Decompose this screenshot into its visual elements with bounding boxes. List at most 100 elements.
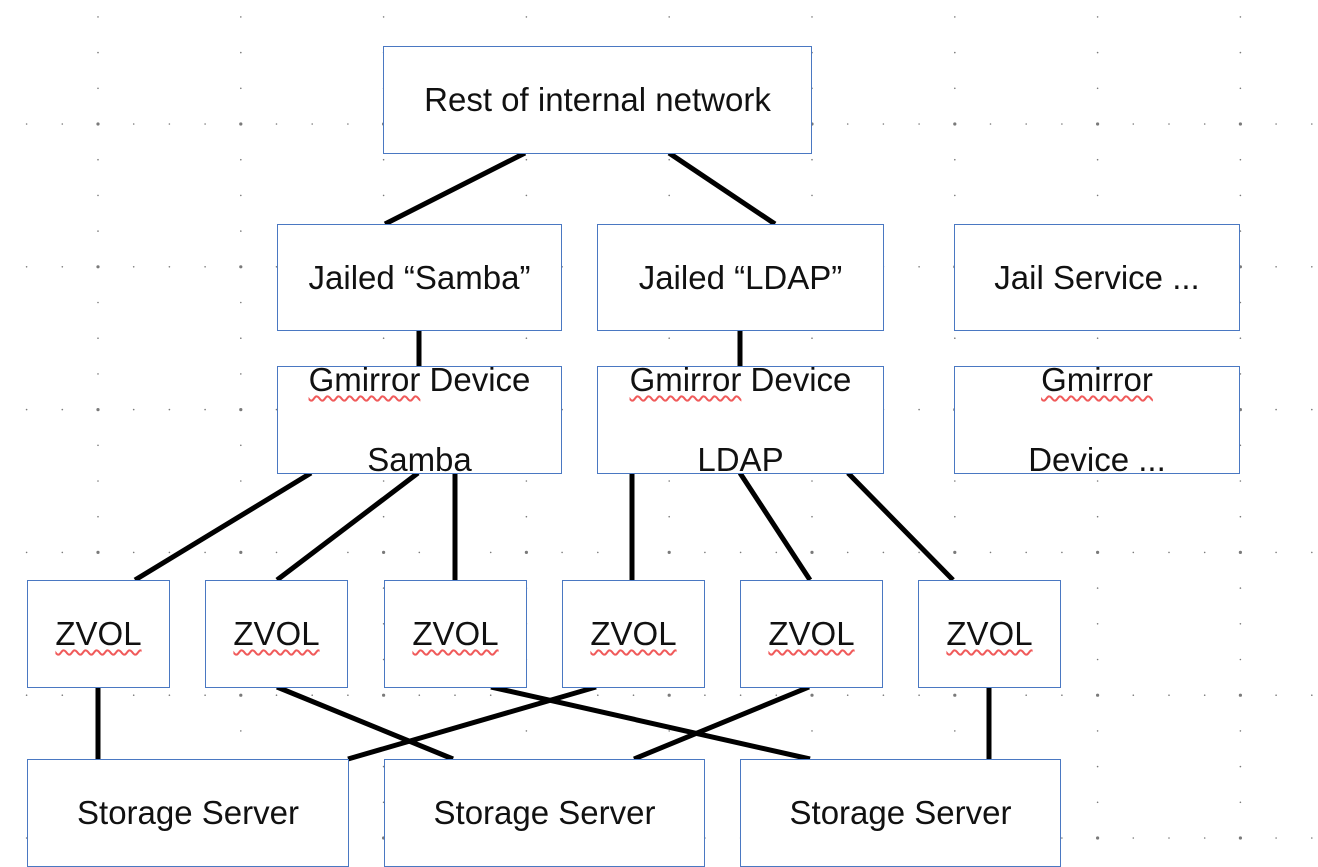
- grid-dot-minor: [525, 337, 528, 340]
- connector-zvol-3-to-storage-3[interactable]: [490, 684, 811, 762]
- grid-dot-minor: [25, 694, 28, 696]
- grid-dot-minor: [1203, 551, 1206, 554]
- grid-dot-minor: [1239, 515, 1242, 518]
- node-label: Storage Server: [77, 794, 299, 831]
- node-label: Gmirror Device LDAP: [630, 320, 852, 520]
- grid-dot-minor: [489, 694, 492, 696]
- grid-dot-minor: [1311, 694, 1313, 696]
- grid-dot-minor: [1203, 694, 1206, 696]
- node-label-line-1: Gmirror Device: [630, 360, 852, 400]
- connector-network-to-jail-samba[interactable]: [383, 150, 527, 227]
- node-label: ZVOL: [946, 615, 1033, 652]
- connector-network-to-jail-ldap[interactable]: [667, 150, 777, 227]
- grid-dot-minor: [97, 230, 99, 232]
- connector-zvol-2-to-storage-2[interactable]: [276, 684, 454, 762]
- node-label: ZVOL: [412, 615, 499, 652]
- grid-dot-minor: [846, 123, 849, 125]
- grid-dot-minor: [275, 694, 278, 696]
- spellcheck-word: Gmirror: [629, 361, 742, 398]
- grid-dot-major: [1096, 550, 1100, 555]
- grid-dot-major: [524, 550, 529, 555]
- grid-dot-minor: [61, 551, 64, 554]
- grid-dot-minor: [1275, 837, 1277, 839]
- grid-dot-minor: [168, 694, 171, 696]
- grid-dot-minor: [1275, 694, 1277, 696]
- grid-dot-major: [96, 122, 100, 126]
- node-zvol-2[interactable]: ZVOL: [205, 580, 348, 688]
- grid-dot-minor: [240, 730, 242, 732]
- node-storage-server-3[interactable]: Storage Server: [740, 759, 1061, 867]
- grid-dot-minor: [1096, 515, 1099, 518]
- grid-dot-minor: [811, 16, 813, 18]
- grid-dot-minor: [1275, 551, 1277, 554]
- grid-dot-minor: [1132, 694, 1135, 696]
- grid-dot-minor: [240, 87, 242, 90]
- grid-dot-minor: [382, 337, 385, 340]
- connector-gmirror-ldap-to-zvol-6[interactable]: [846, 471, 955, 582]
- connector-gmirror-samba-to-zvol-2[interactable]: [275, 471, 420, 582]
- grid-dot-minor: [1061, 837, 1063, 839]
- node-jailed-ldap[interactable]: Jailed “LDAP”: [597, 224, 884, 331]
- node-zvol-5[interactable]: ZVOL: [740, 580, 883, 688]
- grid-dot-minor: [25, 551, 28, 554]
- node-gmirror-device-more[interactable]: Gmirror Device ...: [954, 361, 1240, 478]
- node-zvol-1[interactable]: ZVOL: [27, 580, 170, 688]
- grid-dot-minor: [1203, 123, 1206, 125]
- connector-gmirror-samba-to-zvol-1[interactable]: [133, 470, 313, 583]
- grid-dot-minor: [1311, 837, 1313, 839]
- node-label: Storage Server: [789, 794, 1012, 831]
- node-label: ZVOL: [233, 615, 320, 652]
- grid-dot-minor: [382, 480, 385, 482]
- grid-dot-minor: [525, 158, 528, 161]
- grid-dot-minor: [132, 123, 135, 125]
- node-rest-of-internal-network[interactable]: Rest of internal network: [383, 46, 812, 154]
- grid-dot-minor: [382, 194, 385, 197]
- node-label-line-2: Samba: [367, 441, 472, 478]
- node-label-line-1: Gmirror: [1028, 360, 1166, 400]
- node-zvol-4[interactable]: ZVOL: [562, 580, 705, 688]
- connector-zvol-5-to-storage-2[interactable]: [633, 684, 810, 762]
- grid-dot-major: [239, 550, 243, 555]
- grid-dot-minor: [1096, 16, 1099, 18]
- node-zvol-3[interactable]: ZVOL: [384, 580, 527, 688]
- node-storage-server-1[interactable]: Storage Server: [27, 759, 349, 867]
- node-jail-service-more[interactable]: Jail Service ...: [954, 224, 1240, 331]
- grid-dot-minor: [168, 123, 171, 125]
- grid-dot-minor: [97, 337, 99, 340]
- grid-dot-minor: [1025, 551, 1027, 554]
- grid-dot-minor: [954, 515, 956, 518]
- grid-dot-major: [382, 550, 386, 555]
- grid-dot-minor: [418, 551, 421, 554]
- grid-dot-minor: [597, 551, 599, 554]
- grid-dot-major: [1238, 550, 1242, 555]
- grid-dot-minor: [132, 266, 135, 268]
- grid-dot-minor: [275, 551, 278, 554]
- node-jailed-samba[interactable]: Jailed “Samba”: [277, 224, 562, 331]
- node-gmirror-device-ldap[interactable]: Gmirror Device LDAP: [597, 361, 884, 478]
- grid-dot-minor: [668, 730, 670, 732]
- node-zvol-6[interactable]: ZVOL: [918, 580, 1061, 688]
- node-storage-server-2[interactable]: Storage Server: [384, 759, 705, 867]
- grid-dot-minor: [132, 551, 135, 554]
- grid-dot-major: [239, 265, 243, 269]
- grid-dot-minor: [61, 408, 64, 411]
- grid-dot-minor: [525, 480, 528, 482]
- node-label-line-2: LDAP: [697, 441, 784, 478]
- grid-dot-minor: [1096, 730, 1099, 732]
- grid-dot-minor: [97, 158, 99, 161]
- grid-dot-minor: [240, 301, 242, 304]
- grid-dot-minor: [97, 301, 99, 304]
- node-gmirror-device-samba[interactable]: Gmirror Device Samba: [277, 361, 562, 478]
- grid-dot-minor: [1096, 194, 1099, 197]
- grid-dot-minor: [418, 694, 421, 696]
- grid-dot-minor: [1239, 623, 1242, 625]
- grid-dot-minor: [311, 123, 314, 125]
- grid-dot-minor: [1239, 230, 1242, 232]
- connector-zvol-4-to-storage-1[interactable]: [347, 684, 597, 762]
- grid-dot-minor: [1239, 16, 1242, 18]
- grid-dot-minor: [204, 551, 206, 554]
- grid-dot-minor: [382, 158, 385, 161]
- connector-gmirror-ldap-to-zvol-5[interactable]: [737, 471, 813, 582]
- grid-dot-minor: [668, 194, 670, 197]
- grid-dot-minor: [168, 408, 171, 411]
